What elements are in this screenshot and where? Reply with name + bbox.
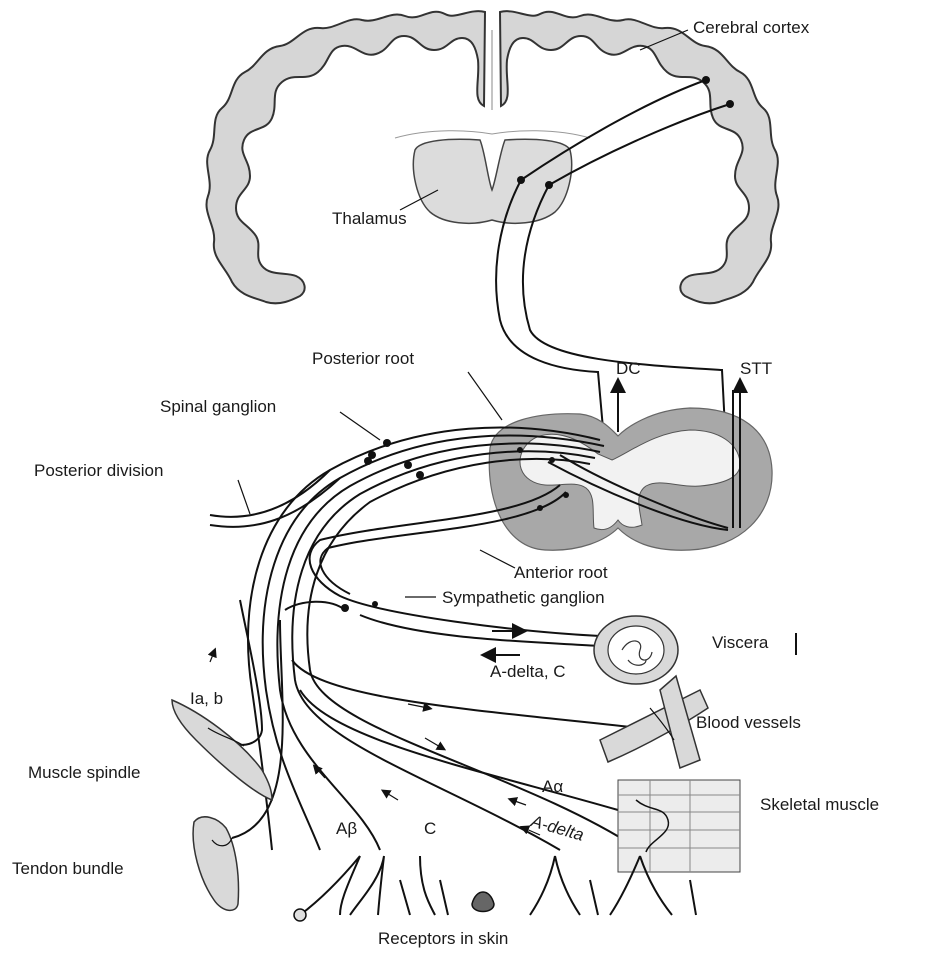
posterior-division-label: Posterior division bbox=[34, 461, 163, 480]
posterior-division-fiber-2 bbox=[210, 478, 340, 527]
skeletal-muscle-label: Skeletal muscle bbox=[760, 795, 879, 814]
muscle-spindle-label: Muscle spindle bbox=[28, 763, 140, 782]
blood-vessel-fiber bbox=[292, 660, 640, 728]
tendon-bundle-shape bbox=[193, 817, 238, 911]
viscera-label: Viscera bbox=[712, 633, 769, 652]
skin-receptors bbox=[294, 856, 696, 921]
a-delta-c-label: A-delta, C bbox=[490, 662, 566, 681]
posterior-division-fiber bbox=[210, 470, 330, 517]
dc-label: DC bbox=[616, 359, 641, 378]
thalamus-label: Thalamus bbox=[332, 209, 407, 228]
a-beta-label: Aβ bbox=[336, 819, 357, 838]
cerebral-cortex-label: Cerebral cortex bbox=[693, 18, 810, 37]
receptors-in-skin-label: Receptors in skin bbox=[378, 929, 508, 948]
tendon-bundle-label: Tendon bundle bbox=[12, 859, 124, 878]
blood-vessels-label: Blood vessels bbox=[696, 713, 801, 732]
blood-vessel bbox=[600, 676, 708, 768]
a-alpha-label: Aα bbox=[542, 777, 563, 796]
anterior-root-label: Anterior root bbox=[514, 563, 608, 582]
stt-label: STT bbox=[740, 359, 772, 378]
viscera-fiber bbox=[360, 615, 600, 646]
c-label: C bbox=[424, 819, 436, 838]
a-delta-label: A-delta bbox=[528, 811, 586, 844]
ia-b-label: Ia, b bbox=[190, 689, 223, 708]
muscle-spindle-shape bbox=[172, 700, 272, 800]
posterior-root-label: Posterior root bbox=[312, 349, 414, 368]
sympathetic-ganglion-label: Sympathetic ganglion bbox=[442, 588, 605, 607]
brain-section bbox=[206, 11, 778, 303]
skeletal-muscle-block bbox=[618, 780, 740, 872]
spinal-ganglion-label: Spinal ganglion bbox=[160, 397, 276, 416]
